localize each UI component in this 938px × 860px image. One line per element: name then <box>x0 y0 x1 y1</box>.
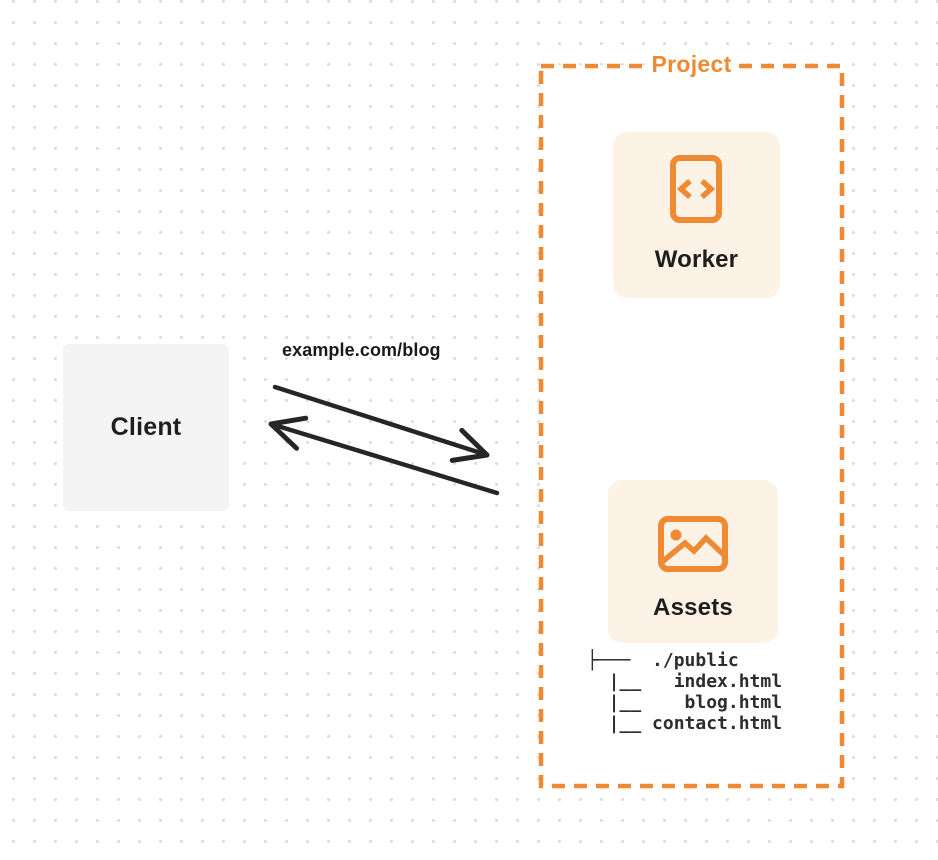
project-title-label: Project <box>647 51 736 78</box>
request-url-label: example.com/blog <box>282 340 441 360</box>
assets-node: Assets <box>608 480 778 643</box>
worker-label: Worker <box>654 246 739 273</box>
image-icon <box>658 516 728 572</box>
assets-label: Assets <box>653 594 733 621</box>
client-node: Client <box>63 344 229 511</box>
assets-file-tree: ├─── ./public |__ index.html |__ blog.ht… <box>587 650 783 734</box>
request-arrow <box>272 384 490 463</box>
client-label: Client <box>110 413 182 441</box>
code-file-icon <box>670 155 722 223</box>
worker-node: Worker <box>613 132 780 298</box>
project-title: Project <box>540 51 843 78</box>
response-arrow <box>268 415 500 496</box>
